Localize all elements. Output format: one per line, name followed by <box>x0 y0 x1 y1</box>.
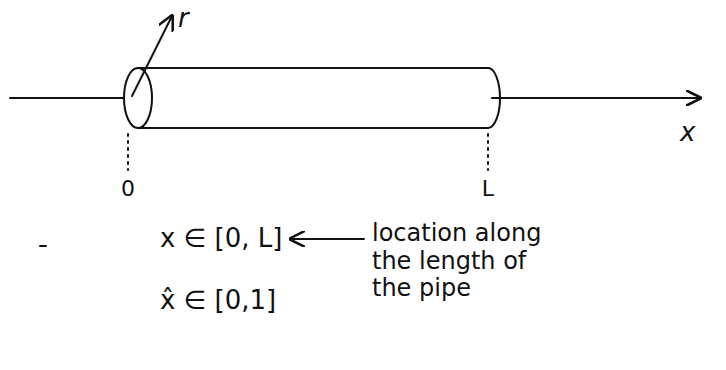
pipe-inlet-end <box>124 68 152 128</box>
stray-tick <box>40 245 46 247</box>
leader-arrow <box>290 238 364 240</box>
pipe-outlet-end <box>488 68 500 128</box>
note-text: location along the length of the pipe <box>372 220 562 303</box>
radial-axis-arrow <box>132 16 172 96</box>
pipe-wall-bottom <box>138 127 488 129</box>
coordinate-label: 0 <box>121 176 135 201</box>
x-axis-arrow <box>492 97 700 99</box>
axis-line <box>10 97 124 99</box>
dotted-guide <box>127 134 129 170</box>
domain-label: x ∈ [0, L] <box>160 224 282 254</box>
axis-label: r <box>178 4 189 34</box>
dotted-guide <box>487 134 489 170</box>
pipe-wall-top <box>138 67 488 69</box>
coordinate-label: L <box>482 176 494 201</box>
domain-label: x̂ ∈ [0,1] <box>160 286 276 316</box>
axis-label: x <box>680 118 695 148</box>
